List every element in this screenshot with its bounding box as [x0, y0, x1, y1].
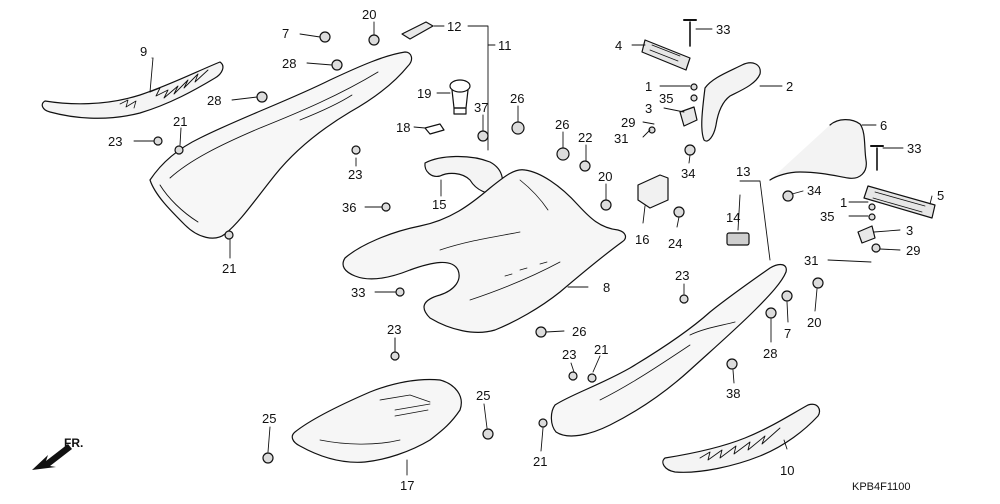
callout-26: 26 [572, 324, 586, 339]
callout-12: 12 [447, 19, 461, 34]
callout-31: 31 [804, 253, 818, 268]
callout-20: 20 [807, 315, 821, 330]
callout-25: 25 [262, 411, 276, 426]
callout-23: 23 [108, 134, 122, 149]
callout-25: 25 [476, 388, 490, 403]
callout-37: 37 [474, 100, 488, 115]
callout-5: 5 [937, 188, 944, 203]
callout-11: 11 [498, 38, 512, 53]
callout-23: 23 [348, 167, 362, 182]
callout-36: 36 [342, 200, 356, 215]
front-direction-label: FR. [64, 436, 83, 450]
main-floor-panel [342, 169, 627, 333]
callout-3: 3 [645, 101, 652, 116]
callout-29: 29 [621, 115, 635, 130]
callout-19: 19 [417, 86, 431, 101]
footrest-left [641, 39, 691, 71]
callout-21: 21 [594, 342, 608, 357]
clip-part-18 [424, 123, 445, 135]
callout-15: 15 [432, 197, 446, 212]
callout-26: 26 [555, 117, 569, 132]
callout-7: 7 [784, 326, 791, 341]
callout-10: 10 [780, 463, 794, 478]
callout-35: 35 [659, 91, 673, 106]
callout-21: 21 [173, 114, 187, 129]
callout-28: 28 [763, 346, 777, 361]
lid-lock-part [449, 79, 471, 115]
callout-18: 18 [396, 120, 410, 135]
bracket-plate [637, 174, 669, 209]
callout-16: 16 [635, 232, 649, 247]
fasteners [153, 31, 881, 464]
callout-24: 24 [668, 236, 682, 251]
floor-mat-right [662, 403, 821, 473]
callout-20: 20 [598, 169, 612, 184]
callout-2: 2 [786, 79, 793, 94]
callout-numbers: 9 7 28 28 20 12 11 19 18 37 26 26 22 20 … [108, 7, 944, 493]
callout-3: 3 [906, 223, 913, 238]
footrest-bracket-right [769, 119, 867, 181]
callout-28: 28 [282, 56, 296, 71]
floor-mat-left [41, 61, 224, 119]
floor-side-cover-right [550, 263, 787, 437]
callout-21: 21 [222, 261, 236, 276]
floor-side-cover-left [149, 51, 413, 239]
callout-9: 9 [140, 44, 147, 59]
callout-21: 21 [533, 454, 547, 469]
callout-23: 23 [387, 322, 401, 337]
callout-22: 22 [578, 130, 592, 145]
leader-lines [133, 21, 933, 476]
under-cover [291, 378, 462, 463]
callout-20: 20 [362, 7, 376, 22]
callout-26: 26 [510, 91, 524, 106]
callout-14: 14 [726, 210, 740, 225]
callout-1: 1 [645, 79, 652, 94]
footrest-bracket-left [701, 62, 761, 142]
bolts-33 [683, 19, 884, 171]
footrest-right [863, 185, 936, 219]
callout-28: 28 [207, 93, 221, 108]
diagram-code: KPB4F1100 [852, 481, 911, 493]
callout-35: 35 [820, 209, 834, 224]
callout-34: 34 [807, 183, 821, 198]
callout-29: 29 [906, 243, 920, 258]
callout-33: 33 [351, 285, 365, 300]
callout-33: 33 [907, 141, 921, 156]
callout-33: 33 [716, 22, 730, 37]
callout-17: 17 [400, 478, 414, 493]
emblem-part [401, 21, 434, 40]
emblem-part-right [726, 232, 750, 246]
callout-1: 1 [840, 195, 847, 210]
front-direction-arrow: FR. [32, 436, 83, 470]
callout-8: 8 [603, 280, 610, 295]
callout-7: 7 [282, 26, 289, 41]
callout-6: 6 [880, 118, 887, 133]
callout-4: 4 [615, 38, 622, 53]
callout-23: 23 [562, 347, 576, 362]
callout-13: 13 [736, 164, 750, 179]
callout-38: 38 [726, 386, 740, 401]
callout-23: 23 [675, 268, 689, 283]
callout-34: 34 [681, 166, 695, 181]
callout-31: 31 [614, 131, 628, 146]
